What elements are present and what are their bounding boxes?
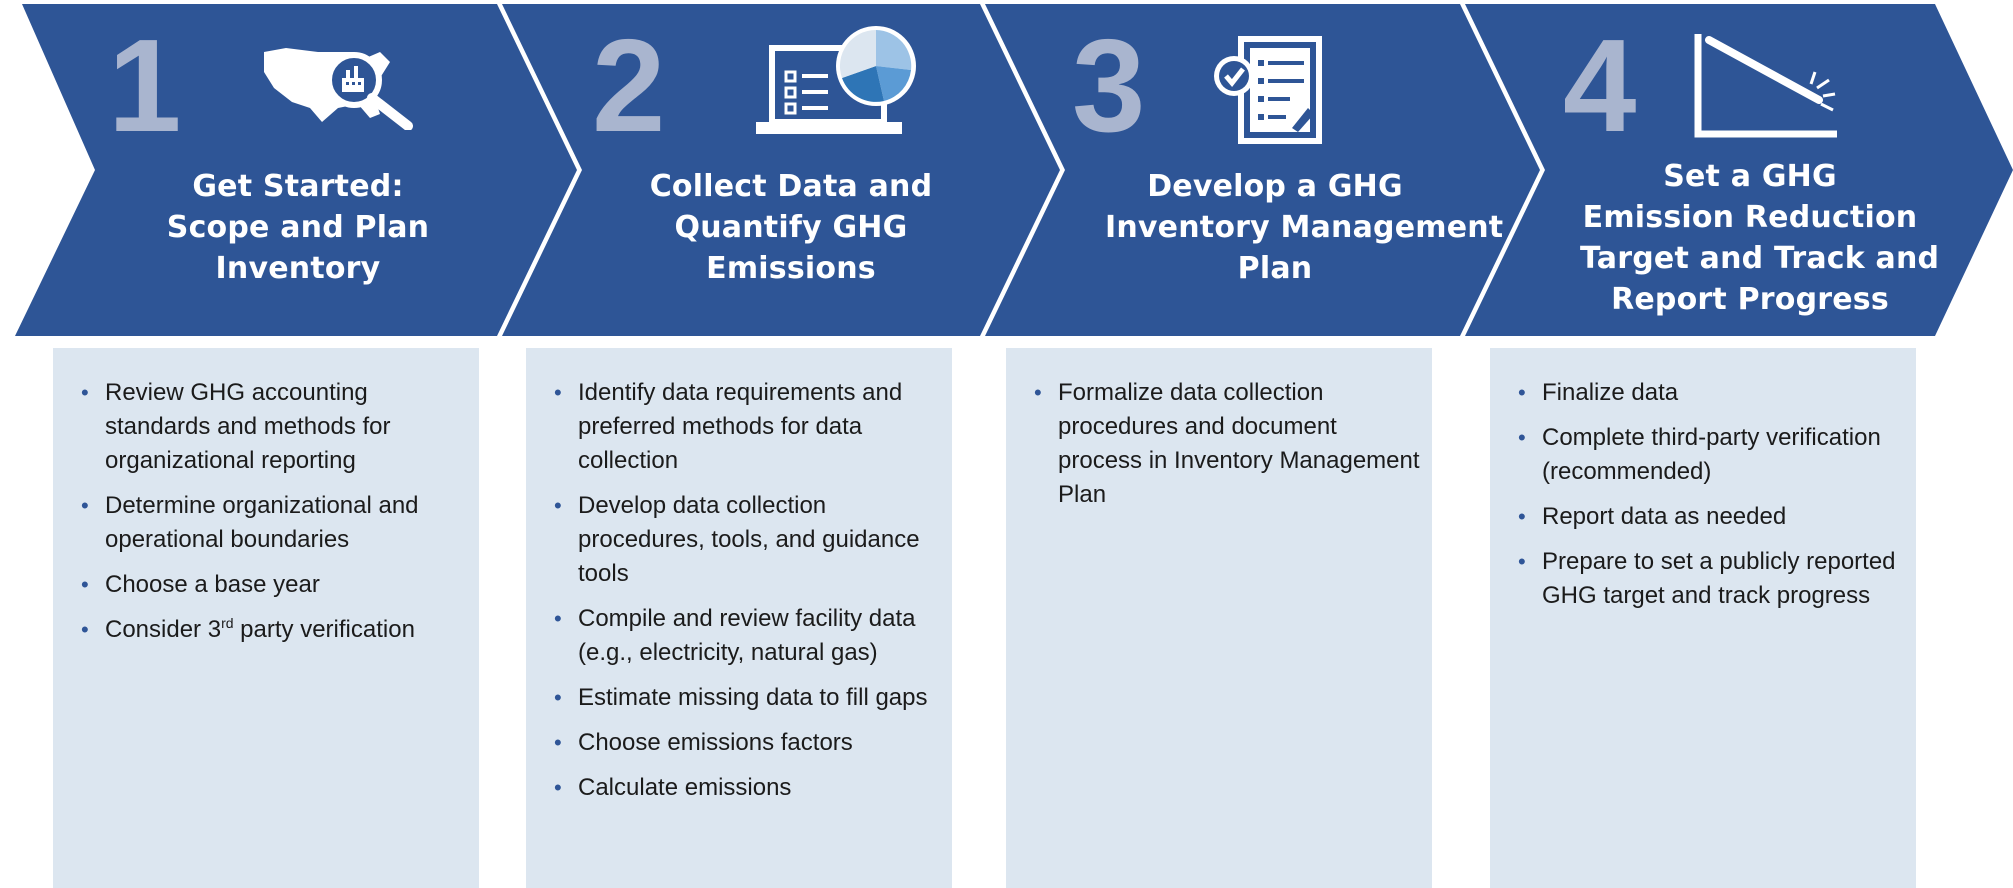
declining-trend-chart-icon	[1694, 34, 1837, 138]
laptop-pie-chart-icon	[756, 26, 916, 134]
step-1-title-line: Inventory	[215, 251, 381, 286]
step-3-title: Develop a GHG Inventory Management Plan	[1105, 166, 1504, 289]
step-1-number: 1	[108, 12, 182, 159]
step-3-details-panel: Formalize data collection procedures and…	[1006, 348, 1432, 888]
ordinal-suffix: rd	[221, 615, 234, 631]
bullet-text: party verification	[233, 616, 415, 643]
step-2-title-line: Emissions	[706, 251, 876, 286]
step-2-title-line: Collect Data and	[649, 169, 933, 204]
step-2-number: 2	[592, 12, 666, 159]
step-4-number: 4	[1563, 12, 1637, 159]
step-4-title-line: Set a GHG	[1663, 159, 1837, 194]
step-3-title-line: Inventory Management	[1105, 210, 1504, 245]
bullet-item: Prepare to set a publicly reported GHG t…	[1518, 545, 1906, 613]
checklist-document-icon	[1214, 36, 1322, 144]
bullet-item: Calculate emissions	[554, 771, 942, 805]
bullet-item: Formalize data collection procedures and…	[1034, 376, 1422, 512]
step-2-bullet-list: Identify data requirements and preferred…	[526, 348, 952, 805]
step-3-number: 3	[1072, 12, 1146, 159]
step-2-title-line: Quantify GHG	[674, 210, 908, 245]
bullet-item: Estimate missing data to fill gaps	[554, 681, 942, 715]
step-4-details-panel: Finalize data Complete third-party verif…	[1490, 348, 1916, 888]
step-2-chevron	[502, 4, 1060, 336]
step-4-title-line: Emission Reduction	[1582, 200, 1918, 235]
step-3-bullet-list: Formalize data collection procedures and…	[1006, 348, 1432, 512]
bullet-item: Develop data collection procedures, tool…	[554, 489, 942, 591]
step-2-details-panel: Identify data requirements and preferred…	[526, 348, 952, 888]
bullet-item: Finalize data	[1518, 376, 1906, 410]
bullet-item: Choose emissions factors	[554, 726, 942, 760]
step-4-chevron	[1465, 4, 2013, 336]
step-2-title: Collect Data and Quantify GHG Emissions	[626, 166, 956, 289]
bullet-item: Compile and review facility data (e.g., …	[554, 602, 942, 670]
bullet-item: Determine organizational and operational…	[81, 489, 469, 557]
step-3-chevron	[985, 4, 1540, 336]
us-map-magnifier-icon	[264, 48, 413, 130]
bullet-item: Identify data requirements and preferred…	[554, 376, 942, 478]
bullet-item: Complete third-party verification (recom…	[1518, 421, 1906, 489]
step-1-title: Get Started: Scope and Plan Inventory	[133, 166, 463, 289]
step-4-title: Set a GHG Emission Reduction Target and …	[1580, 156, 1940, 320]
step-1-title-line: Scope and Plan	[166, 210, 430, 245]
step-1-title-line: Get Started:	[192, 169, 404, 204]
step-1-bullet-list: Review GHG accounting standards and meth…	[53, 348, 479, 647]
process-chevrons	[15, 4, 2013, 336]
bullet-text: Consider 3	[105, 616, 222, 643]
bullet-item: Review GHG accounting standards and meth…	[81, 376, 469, 478]
step-4-title-line: Report Progress	[1611, 282, 1889, 317]
step-3-title-line: Plan	[1237, 251, 1313, 286]
step-4-bullet-list: Finalize data Complete third-party verif…	[1490, 348, 1916, 613]
step-1-chevron	[15, 4, 577, 336]
step-3-title-line: Develop a GHG	[1147, 169, 1403, 204]
bullet-item: Choose a base year	[81, 568, 469, 602]
bullet-item: Consider 3rd party verification	[81, 613, 469, 647]
step-1-details-panel: Review GHG accounting standards and meth…	[53, 348, 479, 888]
step-4-title-line: Target and Track and	[1580, 241, 1940, 276]
bullet-item: Report data as needed	[1518, 500, 1906, 534]
